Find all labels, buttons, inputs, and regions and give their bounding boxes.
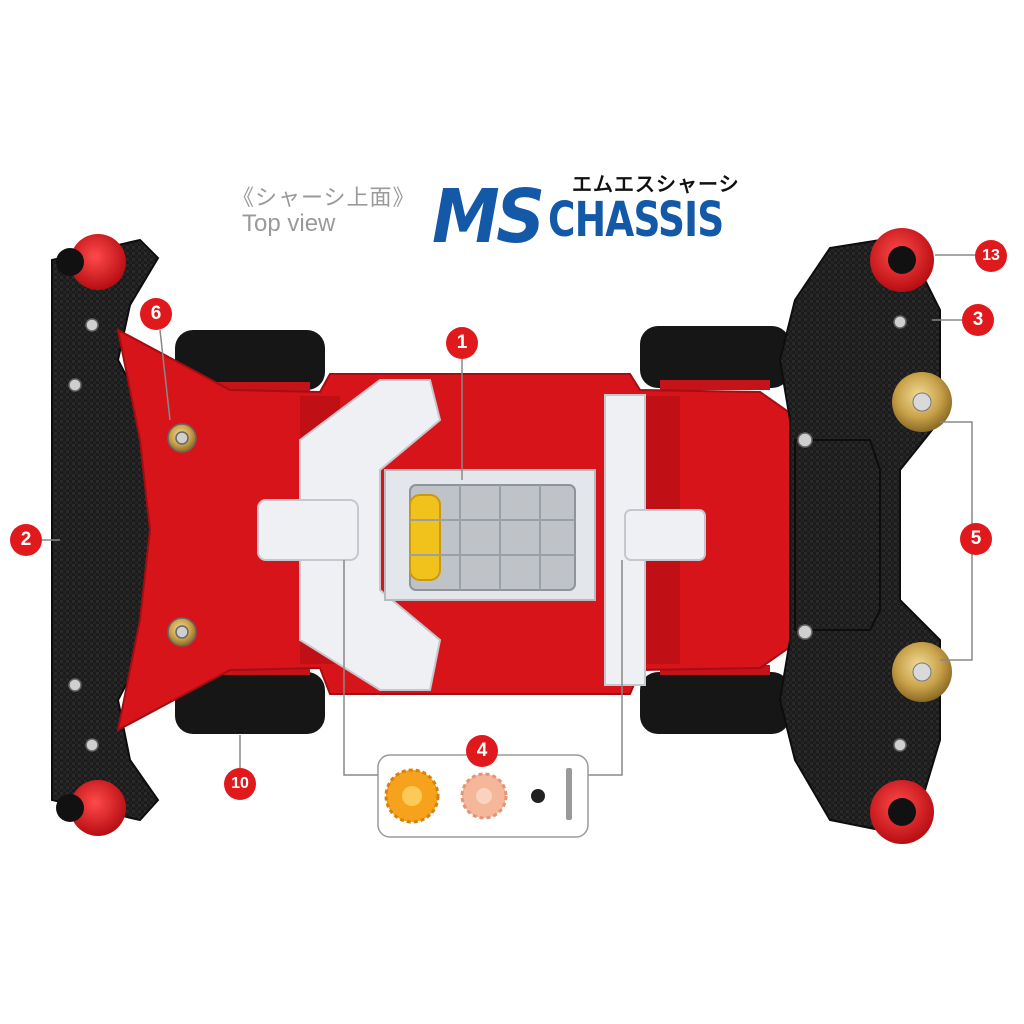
- callout-3: 3: [962, 304, 994, 336]
- tire-front-left: [175, 330, 325, 390]
- callout-10: 10: [224, 768, 256, 800]
- callout-4: 4: [466, 735, 498, 767]
- tire-front-right: [640, 326, 790, 388]
- view-title-japanese: 《シャーシ上面》: [232, 185, 416, 210]
- front-roller-top: [70, 234, 126, 290]
- logo-katakana: エムエスシャーシ: [572, 174, 740, 196]
- callout-1: 1: [446, 327, 478, 359]
- motor-end-bell: [409, 494, 441, 581]
- logo-ms: MS: [432, 174, 545, 260]
- callout-6: 6: [140, 298, 172, 330]
- view-title-english: Top view: [242, 210, 336, 237]
- callout-2: 2: [10, 524, 42, 556]
- tire-rear-left: [175, 672, 325, 734]
- callout-13: 13: [975, 240, 1007, 272]
- tires: [175, 326, 790, 734]
- rollers: [56, 228, 952, 844]
- logo-chassis: CHASSIS: [548, 192, 724, 248]
- tire-rear-right: [640, 672, 790, 734]
- shaft-pin: [566, 768, 572, 820]
- front-roller-bottom: [70, 780, 126, 836]
- callout-5: 5: [960, 523, 992, 555]
- screws: [68, 315, 907, 752]
- front-carbon-stay: [51, 238, 161, 822]
- motor-frame: [257, 379, 706, 691]
- parts-box: [377, 754, 589, 838]
- pinion-gear: [531, 789, 545, 803]
